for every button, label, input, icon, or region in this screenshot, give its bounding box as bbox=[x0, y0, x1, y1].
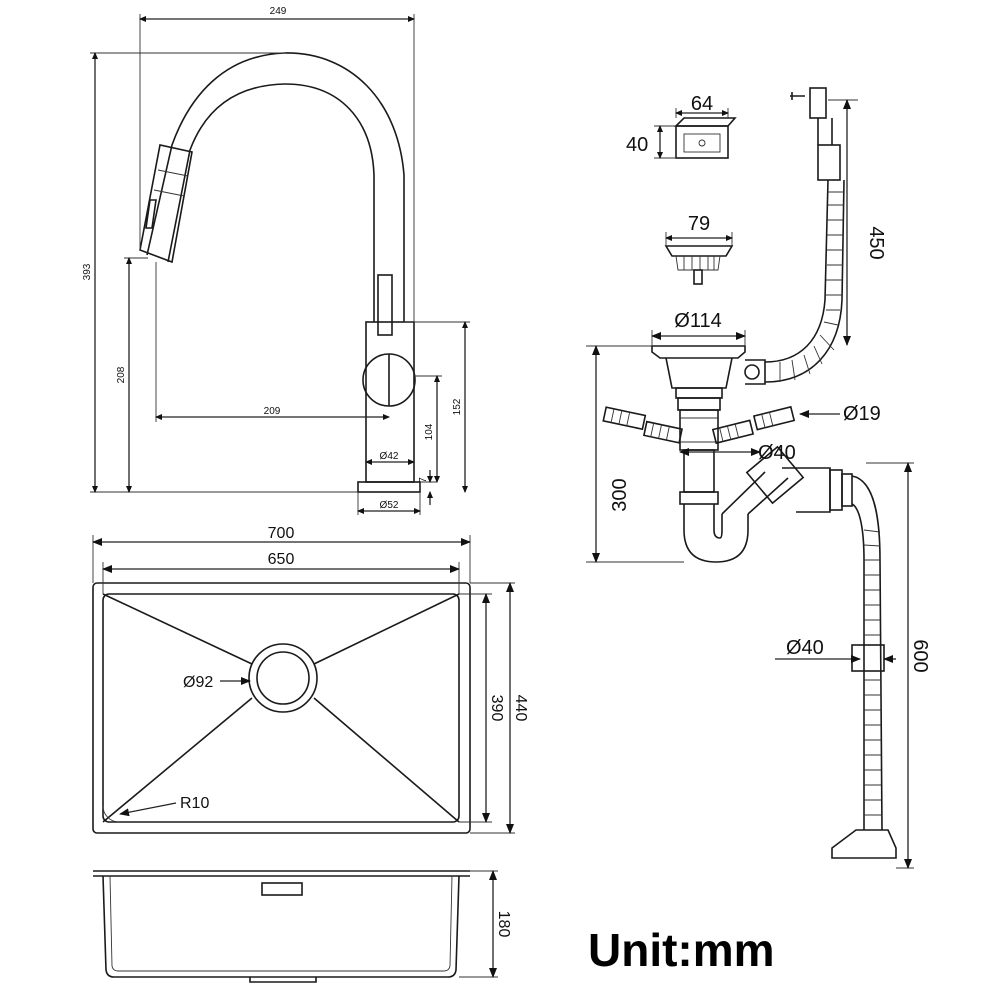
mount-height-label: 152 bbox=[452, 398, 463, 415]
drain-assembly bbox=[602, 87, 897, 859]
flange-diameter-label: Ø114 bbox=[674, 310, 721, 332]
pipe-diameter-label: Ø40 bbox=[758, 442, 796, 464]
faucet-width-label: 249 bbox=[270, 6, 287, 17]
body-diameter-label: Ø42 bbox=[380, 451, 399, 462]
reach-label: 209 bbox=[264, 406, 281, 417]
spout-height-label: 208 bbox=[116, 366, 127, 383]
base-height-label: 7 bbox=[418, 477, 429, 483]
basket-width-label: 79 bbox=[688, 213, 710, 235]
overflow-cover: 64 40 bbox=[626, 93, 737, 159]
sink-top-dimensions: 700 650 Ø92 R10 390 440 bbox=[92, 525, 529, 834]
hose-diameter-label: Ø40 bbox=[786, 637, 824, 659]
body-height-label: 104 bbox=[424, 423, 435, 440]
overflow-hose-length-label: 450 bbox=[865, 226, 887, 259]
drain-diameter-label: Ø92 bbox=[183, 674, 213, 691]
small-pipe-diameter-label: Ø19 bbox=[843, 403, 881, 425]
faucet-height-label: 393 bbox=[82, 263, 93, 280]
faucet-drawing bbox=[139, 52, 421, 493]
corner-radius-label: R10 bbox=[180, 795, 209, 812]
overflow-width-label: 64 bbox=[691, 93, 713, 115]
overflow-height-label: 40 bbox=[626, 134, 648, 156]
unit-label: Unit:mm bbox=[588, 924, 775, 976]
hose-length-label: 600 bbox=[909, 639, 931, 672]
drain-dimensions: 450 Ø114 300 Ø19 Ø40 Ø40 600 bbox=[586, 99, 931, 869]
sink-outer-depth-label: 440 bbox=[512, 695, 529, 722]
base-diameter-label: Ø52 bbox=[380, 500, 399, 511]
sink-outer-width-label: 700 bbox=[268, 525, 295, 542]
sink-side-view bbox=[93, 870, 470, 983]
sink-inner-width-label: 650 bbox=[268, 551, 295, 568]
faucet-dimensions: 249 393 208 209 152 104 7 Ø42 Ø52 bbox=[82, 6, 470, 515]
sink-side-dimensions: 180 bbox=[459, 870, 512, 978]
trap-height-label: 300 bbox=[609, 478, 631, 511]
bowl-height-label: 180 bbox=[495, 911, 512, 938]
sink-inner-depth-label: 390 bbox=[488, 695, 505, 722]
sink-top-view bbox=[92, 582, 471, 834]
basket-strainer: 79 bbox=[664, 213, 734, 285]
